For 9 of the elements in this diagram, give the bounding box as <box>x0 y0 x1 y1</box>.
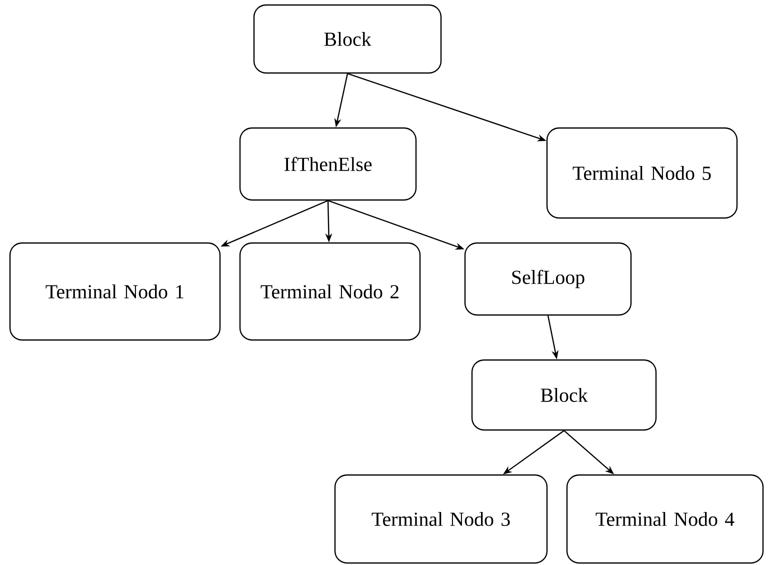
node-box: IfThenElse <box>239 127 417 201</box>
node-box: Block <box>471 359 657 431</box>
node-box: SelfLoop <box>464 242 632 316</box>
node-box: Terminal Nodo 1 <box>9 242 221 341</box>
node-box: Terminal Nodo 5 <box>546 127 738 219</box>
node-box: Terminal Nodo 4 <box>566 474 764 564</box>
node-box: Block <box>253 4 442 74</box>
node-box: Terminal Nodo 2 <box>239 242 421 341</box>
node-box: Terminal Nodo 3 <box>334 474 548 564</box>
